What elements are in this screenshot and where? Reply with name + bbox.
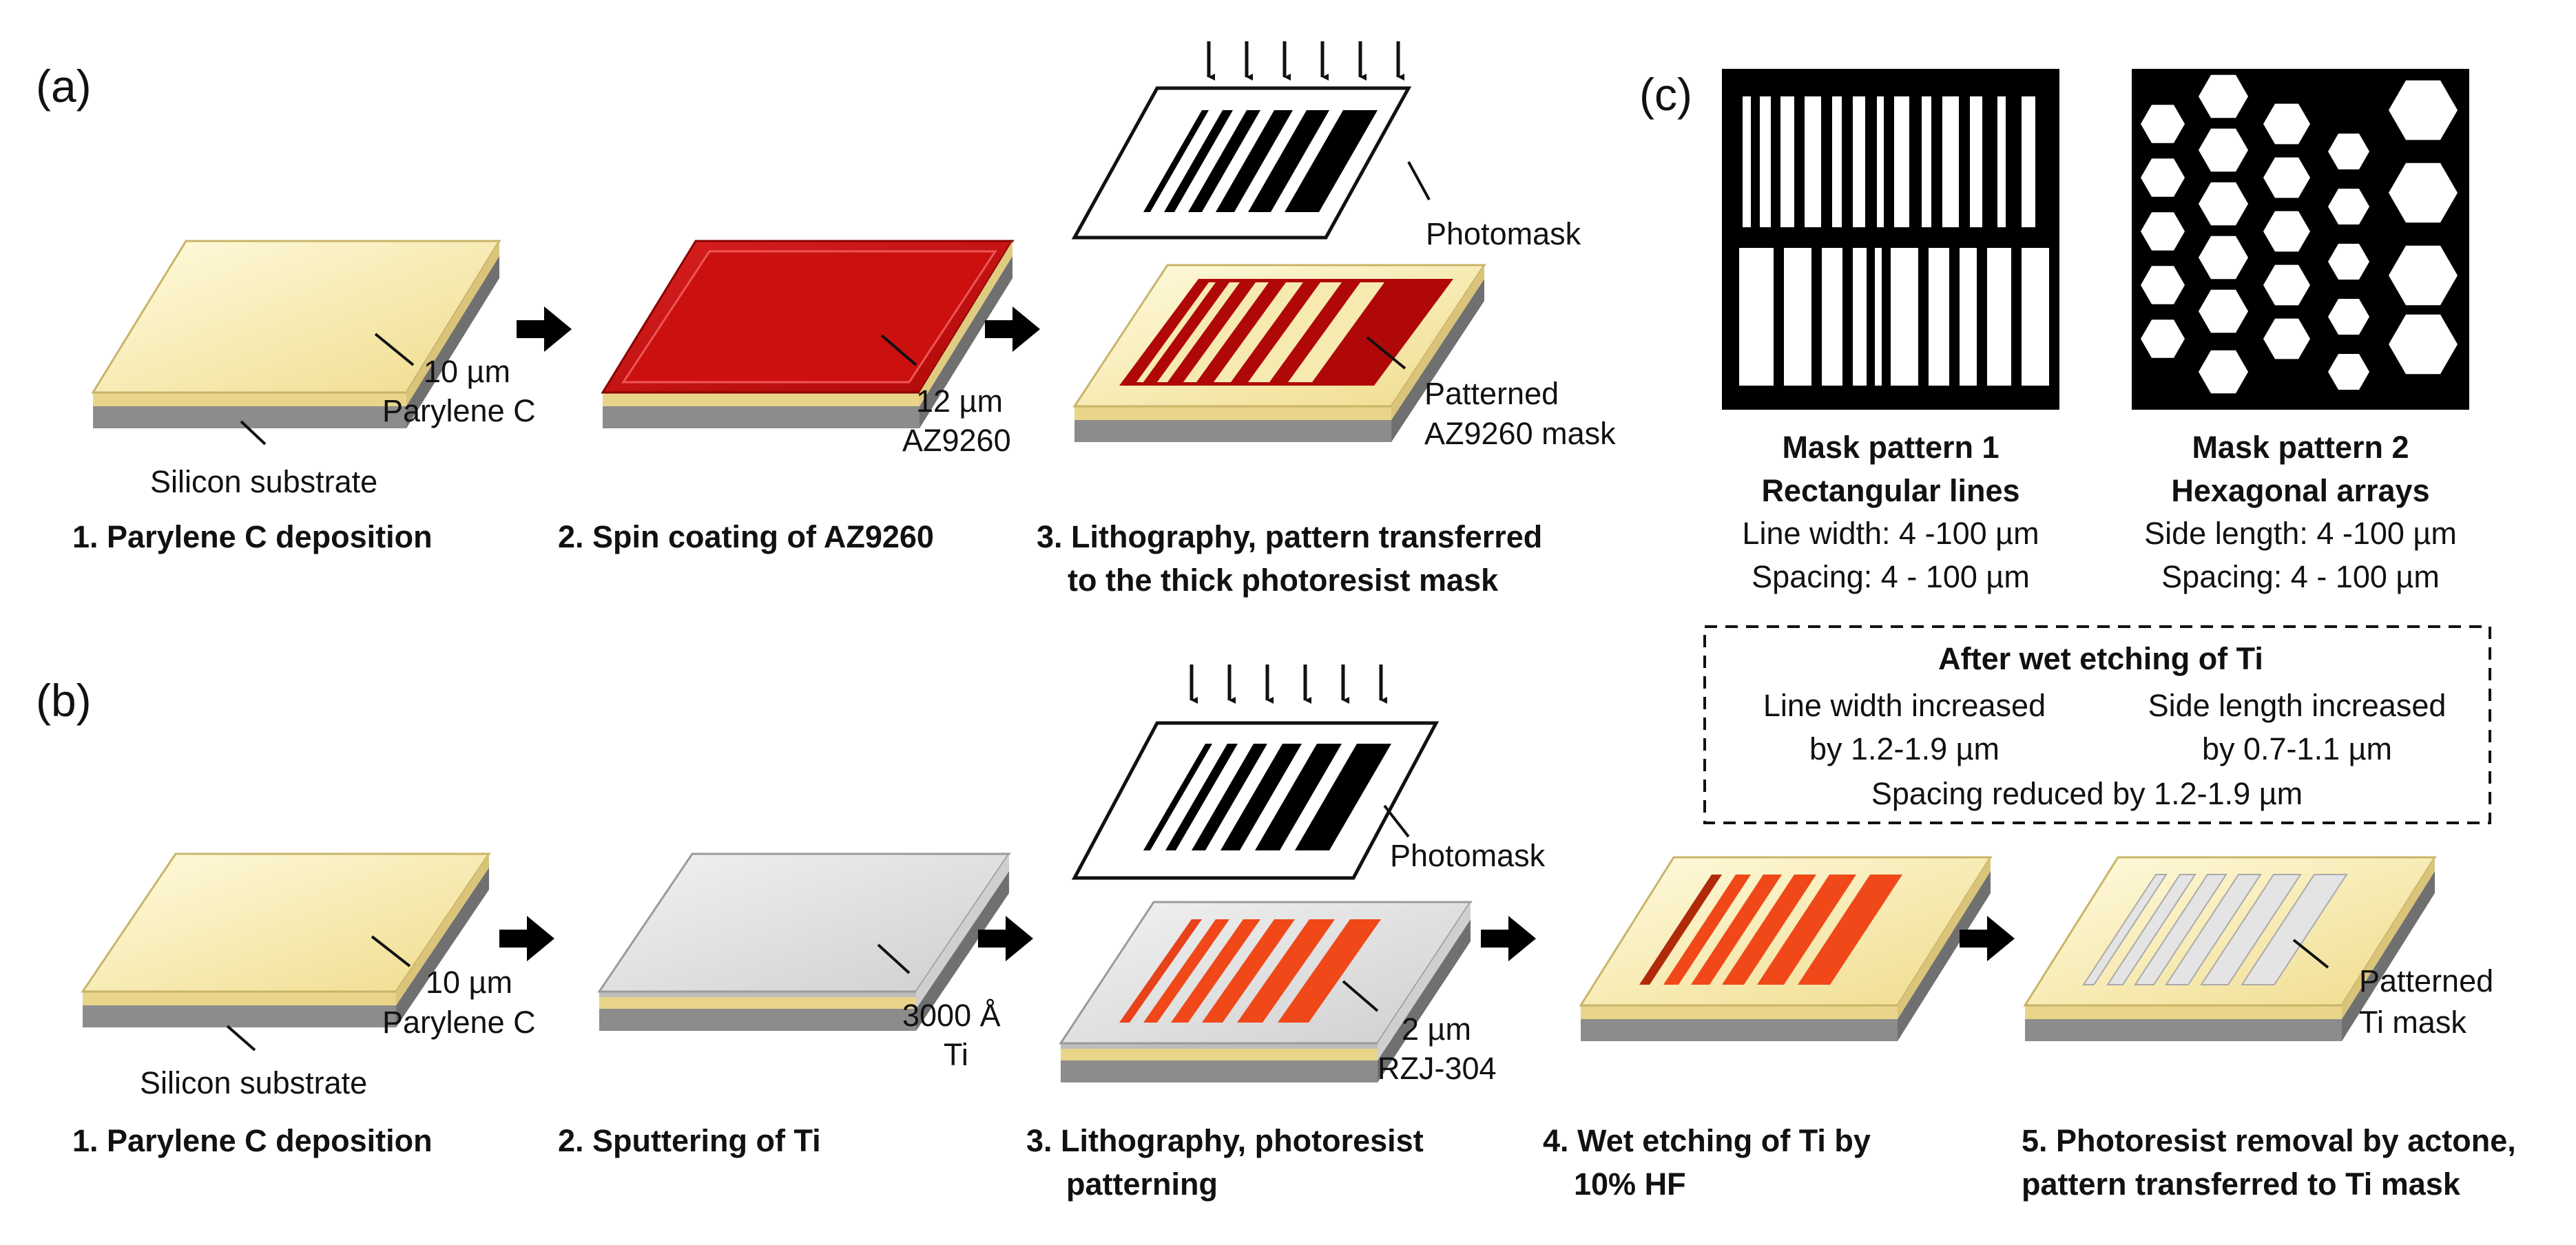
uv-exposure-arrows bbox=[1207, 41, 1404, 81]
hexagon-feature bbox=[2389, 163, 2458, 223]
etch-box-right-2: by 0.7-1.1 µm bbox=[2202, 731, 2392, 766]
hexagon-feature bbox=[2328, 134, 2369, 169]
process-arrow bbox=[978, 916, 1033, 961]
uv-exposure-arrows bbox=[1190, 665, 1387, 704]
hexagon-feature bbox=[2141, 320, 2185, 358]
b2-wafer bbox=[597, 852, 1011, 1031]
etch-box-title: After wet etching of Ti bbox=[1938, 641, 2263, 676]
a1-layer-name: Parylene C bbox=[382, 393, 536, 428]
hexagon-feature bbox=[2389, 80, 2458, 140]
process-arrow bbox=[1481, 916, 1536, 961]
hexagon-feature bbox=[2328, 299, 2369, 335]
b4-caption-line2: 10% HF bbox=[1574, 1166, 1686, 1202]
b4-wafer bbox=[1579, 856, 1993, 1041]
a3-photomask-label: Photomask bbox=[1426, 216, 1581, 251]
hexagon-feature bbox=[2263, 157, 2310, 198]
a2-wafer bbox=[601, 240, 1015, 428]
a3-wafer bbox=[1072, 264, 1486, 442]
hexagon-feature bbox=[2263, 103, 2310, 145]
hexagon-feature bbox=[2263, 318, 2310, 359]
b2-layer-name: Ti bbox=[944, 1037, 968, 1072]
a3-mask-label-1: Patterned bbox=[1424, 376, 1559, 411]
pattern1-spacing: Spacing: 4 - 100 µm bbox=[1752, 559, 2030, 594]
b3-wafer bbox=[1059, 901, 1473, 1082]
hexagon-feature bbox=[2199, 74, 2248, 118]
a3-caption-line2: to the thick photoresist mask bbox=[1068, 563, 1499, 598]
panel-label-c: (c) bbox=[1639, 69, 1692, 120]
b3-photomask bbox=[1071, 721, 1440, 880]
etch-result-box bbox=[1703, 625, 2491, 824]
hexagon-feature bbox=[2263, 264, 2310, 306]
pattern2-spacing: Spacing: 4 - 100 µm bbox=[2161, 559, 2440, 594]
b5-mask-label-2: Ti mask bbox=[2359, 1005, 2466, 1040]
b4-caption-line1: 4. Wet etching of Ti by bbox=[1543, 1123, 1871, 1158]
etch-box-right-1: Side length increased bbox=[2148, 688, 2447, 723]
mask-pattern-1-image bbox=[1722, 69, 2059, 410]
hexagon-feature bbox=[2199, 128, 2248, 172]
hexagon-feature bbox=[2141, 212, 2185, 251]
pattern2-title: Mask pattern 2 bbox=[2192, 430, 2409, 465]
a3-photomask bbox=[1071, 86, 1412, 240]
hexagon-feature bbox=[2141, 158, 2185, 197]
b2-caption: 2. Sputtering of Ti bbox=[558, 1123, 821, 1158]
a2-caption: 2. Spin coating of AZ9260 bbox=[558, 519, 934, 554]
etch-box-bottom: Spacing reduced by 1.2-1.9 µm bbox=[1871, 776, 2303, 811]
hexagon-feature bbox=[2389, 245, 2458, 306]
b3-photomask-label: Photomask bbox=[1390, 838, 1546, 873]
hexagon-feature bbox=[2141, 105, 2185, 143]
b5-caption-line2: pattern transferred to Ti mask bbox=[2022, 1166, 2461, 1202]
a3-caption-line1: 3. Lithography, pattern transferred bbox=[1037, 519, 1542, 554]
hexagon-feature bbox=[2199, 289, 2248, 333]
process-arrow bbox=[985, 306, 1040, 352]
b1-caption: 1. Parylene C deposition bbox=[72, 1123, 433, 1158]
pattern1-title: Mask pattern 1 bbox=[1782, 430, 1999, 465]
pattern2-side-length: Side length: 4 -100 µm bbox=[2144, 516, 2457, 551]
hexagon-feature bbox=[2389, 314, 2458, 375]
pattern2-subtitle: Hexagonal arrays bbox=[2171, 473, 2429, 508]
b5-wafer bbox=[2023, 856, 2437, 1041]
b3-resist-thickness: 2 µm bbox=[1402, 1012, 1471, 1047]
b5-caption-line1: 5. Photoresist removal by actone, bbox=[2022, 1123, 2516, 1158]
hexagon-feature bbox=[2328, 189, 2369, 224]
b3-caption-line2: patterning bbox=[1066, 1166, 1218, 1202]
panel-label-a: (a) bbox=[36, 61, 92, 112]
etch-box-left-1: Line width increased bbox=[1763, 688, 2046, 723]
b1-layer-thickness: 10 µm bbox=[426, 965, 512, 1000]
pattern1-subtitle: Rectangular lines bbox=[1761, 473, 2019, 508]
hexagon-feature bbox=[2328, 244, 2369, 280]
a1-layer-thickness: 10 µm bbox=[424, 354, 510, 389]
b3-resist-name: RZJ-304 bbox=[1378, 1051, 1497, 1086]
a1-substrate-label: Silicon substrate bbox=[150, 464, 377, 499]
b5-mask-label-1: Patterned bbox=[2359, 963, 2493, 998]
b1-wafer bbox=[81, 852, 491, 1027]
hexagon-feature bbox=[2328, 354, 2369, 390]
b1-layer-name: Parylene C bbox=[382, 1005, 536, 1040]
hexagon-feature bbox=[2199, 182, 2248, 226]
b3-caption-line1: 3. Lithography, photoresist bbox=[1026, 1123, 1424, 1158]
b2-layer-thickness: 3000 Å bbox=[902, 998, 1001, 1033]
a2-layer-thickness: 12 µm bbox=[916, 384, 1003, 419]
a1-caption: 1. Parylene C deposition bbox=[72, 519, 433, 554]
a3-mask-label-2: AZ9260 mask bbox=[1424, 416, 1616, 451]
etch-box-left-2: by 1.2-1.9 µm bbox=[1809, 731, 1999, 766]
hexagon-feature bbox=[2199, 350, 2248, 394]
hexagon-feature bbox=[2141, 266, 2185, 304]
process-arrow bbox=[1960, 916, 2015, 961]
process-arrow bbox=[517, 306, 572, 352]
mask-pattern-2-image bbox=[2132, 69, 2469, 410]
hexagon-feature bbox=[2263, 211, 2310, 252]
process-arrow bbox=[499, 916, 554, 961]
a1-wafer bbox=[91, 240, 501, 428]
pattern1-line-width: Line width: 4 -100 µm bbox=[1742, 516, 2039, 551]
a2-layer-name: AZ9260 bbox=[902, 423, 1011, 458]
panel-label-b: (b) bbox=[36, 675, 92, 726]
hexagon-feature bbox=[2199, 236, 2248, 280]
b1-substrate-label: Silicon substrate bbox=[140, 1065, 367, 1100]
